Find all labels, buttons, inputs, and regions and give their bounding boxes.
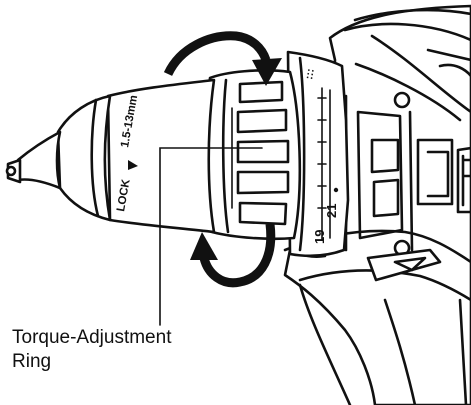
torque-mark-mid: 21 bbox=[324, 204, 339, 218]
label-line-1: Torque-Adjustment bbox=[12, 327, 172, 348]
drill-housing bbox=[283, 4, 471, 405]
chuck-nose bbox=[5, 130, 62, 190]
torque-dot-mark bbox=[333, 187, 339, 193]
torque-scale bbox=[317, 97, 327, 209]
label-leader-line bbox=[159, 147, 263, 326]
label-line-2: Ring bbox=[12, 351, 52, 372]
keyless-chuck: 1.5-13mm LOCK bbox=[56, 78, 216, 234]
ring-grip-ribs bbox=[231, 80, 290, 226]
rotation-arrow-bottom-icon bbox=[190, 223, 276, 288]
clutch-housing: 21 ::: 19 bbox=[286, 50, 350, 258]
torque-adjustment-ring bbox=[204, 69, 302, 241]
drill-mode-mark: ::: bbox=[303, 68, 317, 81]
lock-arrow-icon bbox=[128, 160, 138, 170]
rotation-arrow-top-icon bbox=[163, 31, 282, 86]
torque-mark-low: 19 bbox=[312, 230, 327, 244]
torque-ring-label: Torque-Adjustment Ring bbox=[12, 326, 242, 374]
chuck-lock-marking: LOCK bbox=[115, 178, 133, 213]
